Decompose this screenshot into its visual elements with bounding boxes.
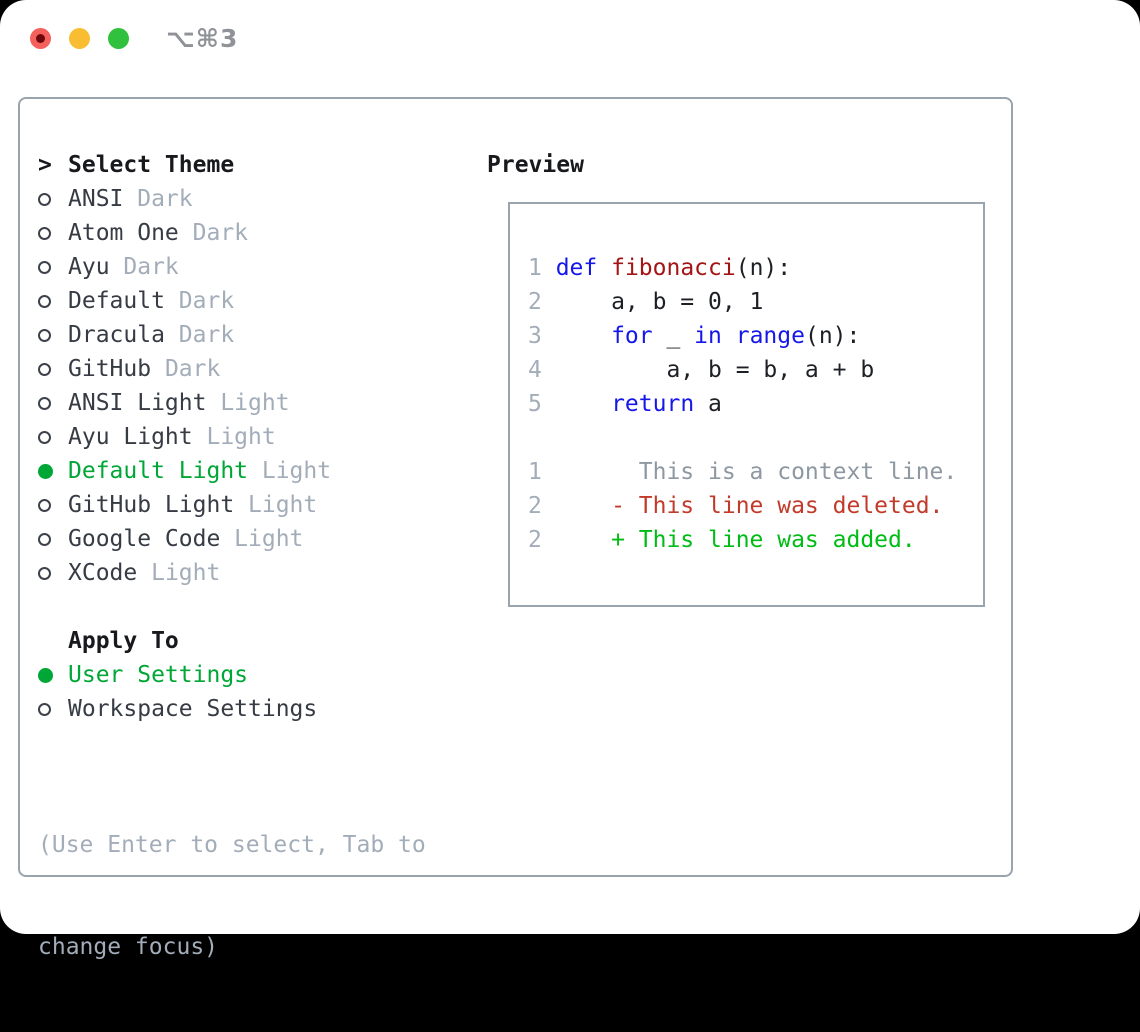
radio-icon bbox=[38, 328, 68, 342]
preview-code-line: 2 - This line was deleted. bbox=[528, 493, 944, 519]
apply-option-user-settings[interactable]: User Settings bbox=[38, 658, 426, 692]
apply-option-workspace-settings[interactable]: Workspace Settings bbox=[38, 692, 426, 726]
theme-variant-tag: Dark bbox=[164, 356, 221, 382]
theme-option-label: ANSI bbox=[68, 186, 124, 212]
theme-option-label: XCode bbox=[68, 560, 138, 586]
theme-option-label: Default bbox=[68, 288, 165, 314]
line-number: 2 bbox=[528, 527, 542, 553]
radio-icon bbox=[38, 294, 68, 308]
preview-code-line: 2 a, b = 0, 1 bbox=[528, 289, 764, 315]
line-number: 1 bbox=[528, 255, 542, 281]
radio-icon bbox=[38, 532, 68, 546]
preview-code-line bbox=[528, 421, 983, 455]
theme-option-ansi-light[interactable]: ANSI Light Light bbox=[38, 386, 426, 420]
preview-code-line: 1 This is a context line. bbox=[528, 459, 958, 485]
theme-variant-tag: Light bbox=[206, 424, 276, 450]
preview-code-line: 2 + This line was added. bbox=[528, 527, 916, 553]
close-button[interactable] bbox=[30, 28, 51, 49]
theme-option-ayu-light[interactable]: Ayu Light Light bbox=[38, 420, 426, 454]
theme-option-google-code[interactable]: Google Code Light bbox=[38, 522, 426, 556]
apply-option-label: User Settings bbox=[68, 662, 249, 688]
preview-code-line: 4 a, b = b, a + b bbox=[528, 357, 875, 383]
theme-option-label: Atom One bbox=[68, 220, 179, 246]
radio-icon bbox=[38, 192, 68, 206]
window-title: ⌥⌘3 bbox=[166, 24, 239, 53]
theme-variant-tag: Light bbox=[220, 390, 290, 416]
line-number: 2 bbox=[528, 493, 542, 519]
help-line-2: change focus) bbox=[38, 934, 219, 960]
theme-variant-tag: Light bbox=[234, 526, 304, 552]
theme-option-xcode[interactable]: XCode Light bbox=[38, 556, 426, 590]
help-text: (Use Enter to select, Tab to change focu… bbox=[38, 760, 426, 1032]
apply-to-label: Apply To bbox=[68, 628, 179, 654]
select-theme-label: Select Theme bbox=[68, 152, 235, 178]
theme-variant-tag: Light bbox=[261, 458, 332, 484]
theme-variant-tag: Light bbox=[248, 492, 318, 518]
radio-icon bbox=[38, 362, 68, 376]
zoom-button[interactable] bbox=[108, 28, 129, 49]
radio-selected-icon bbox=[38, 463, 68, 479]
theme-option-label: Dracula bbox=[68, 322, 165, 348]
theme-option-atom-one[interactable]: Atom One Dark bbox=[38, 216, 426, 250]
theme-variant-tag: Dark bbox=[178, 288, 235, 314]
theme-option-label: Default Light bbox=[68, 458, 249, 484]
theme-option-label: ANSI Light bbox=[68, 390, 207, 416]
line-number: 4 bbox=[528, 357, 542, 383]
titlebar: ⌥⌘3 bbox=[0, 0, 1140, 76]
focus-caret-icon: > bbox=[38, 152, 52, 178]
radio-icon bbox=[38, 430, 68, 444]
select-theme-header: > Select Theme bbox=[38, 148, 426, 182]
theme-option-label: Ayu Light bbox=[68, 424, 193, 450]
apply-to-header: Apply To bbox=[38, 624, 426, 658]
theme-variant-tag: Dark bbox=[137, 186, 193, 212]
edited-indicator-icon bbox=[36, 34, 45, 43]
line-number: 5 bbox=[528, 391, 542, 417]
radio-icon bbox=[38, 498, 68, 512]
theme-variant-tag: Light bbox=[151, 560, 221, 586]
radio-icon bbox=[38, 566, 68, 580]
theme-option-ansi[interactable]: ANSI Dark bbox=[38, 182, 426, 216]
radio-icon bbox=[38, 702, 68, 716]
theme-option-dracula[interactable]: Dracula Dark bbox=[38, 318, 426, 352]
theme-option-default[interactable]: Default Dark bbox=[38, 284, 426, 318]
minimize-button[interactable] bbox=[69, 28, 90, 49]
line-number: 1 bbox=[528, 459, 542, 485]
apply-option-label: Workspace Settings bbox=[68, 696, 318, 722]
preview-code-line: 3 for _ in range(n): bbox=[528, 323, 861, 349]
theme-variant-tag: Dark bbox=[178, 322, 235, 348]
theme-option-github-light[interactable]: GitHub Light Light bbox=[38, 488, 426, 522]
theme-option-github[interactable]: GitHub Dark bbox=[38, 352, 426, 386]
radio-icon bbox=[38, 260, 68, 274]
theme-variant-tag: Dark bbox=[123, 254, 179, 280]
line-number: 3 bbox=[528, 323, 542, 349]
theme-option-label: GitHub Light bbox=[68, 492, 235, 518]
radio-icon bbox=[38, 396, 68, 410]
theme-variant-tag: Dark bbox=[192, 220, 249, 246]
help-line-1: (Use Enter to select, Tab to bbox=[38, 832, 426, 858]
theme-option-label: GitHub bbox=[68, 356, 152, 382]
theme-option-ayu[interactable]: Ayu Dark bbox=[38, 250, 426, 284]
radio-icon bbox=[38, 226, 68, 240]
preview-code-line: 5 return a bbox=[528, 391, 722, 417]
theme-option-default-light[interactable]: Default Light Light bbox=[38, 454, 426, 488]
preview-title: Preview bbox=[487, 152, 584, 178]
theme-option-label: Google Code bbox=[68, 526, 221, 552]
theme-option-label: Ayu bbox=[68, 254, 110, 280]
line-number: 2 bbox=[528, 289, 542, 315]
radio-selected-icon bbox=[38, 667, 68, 683]
